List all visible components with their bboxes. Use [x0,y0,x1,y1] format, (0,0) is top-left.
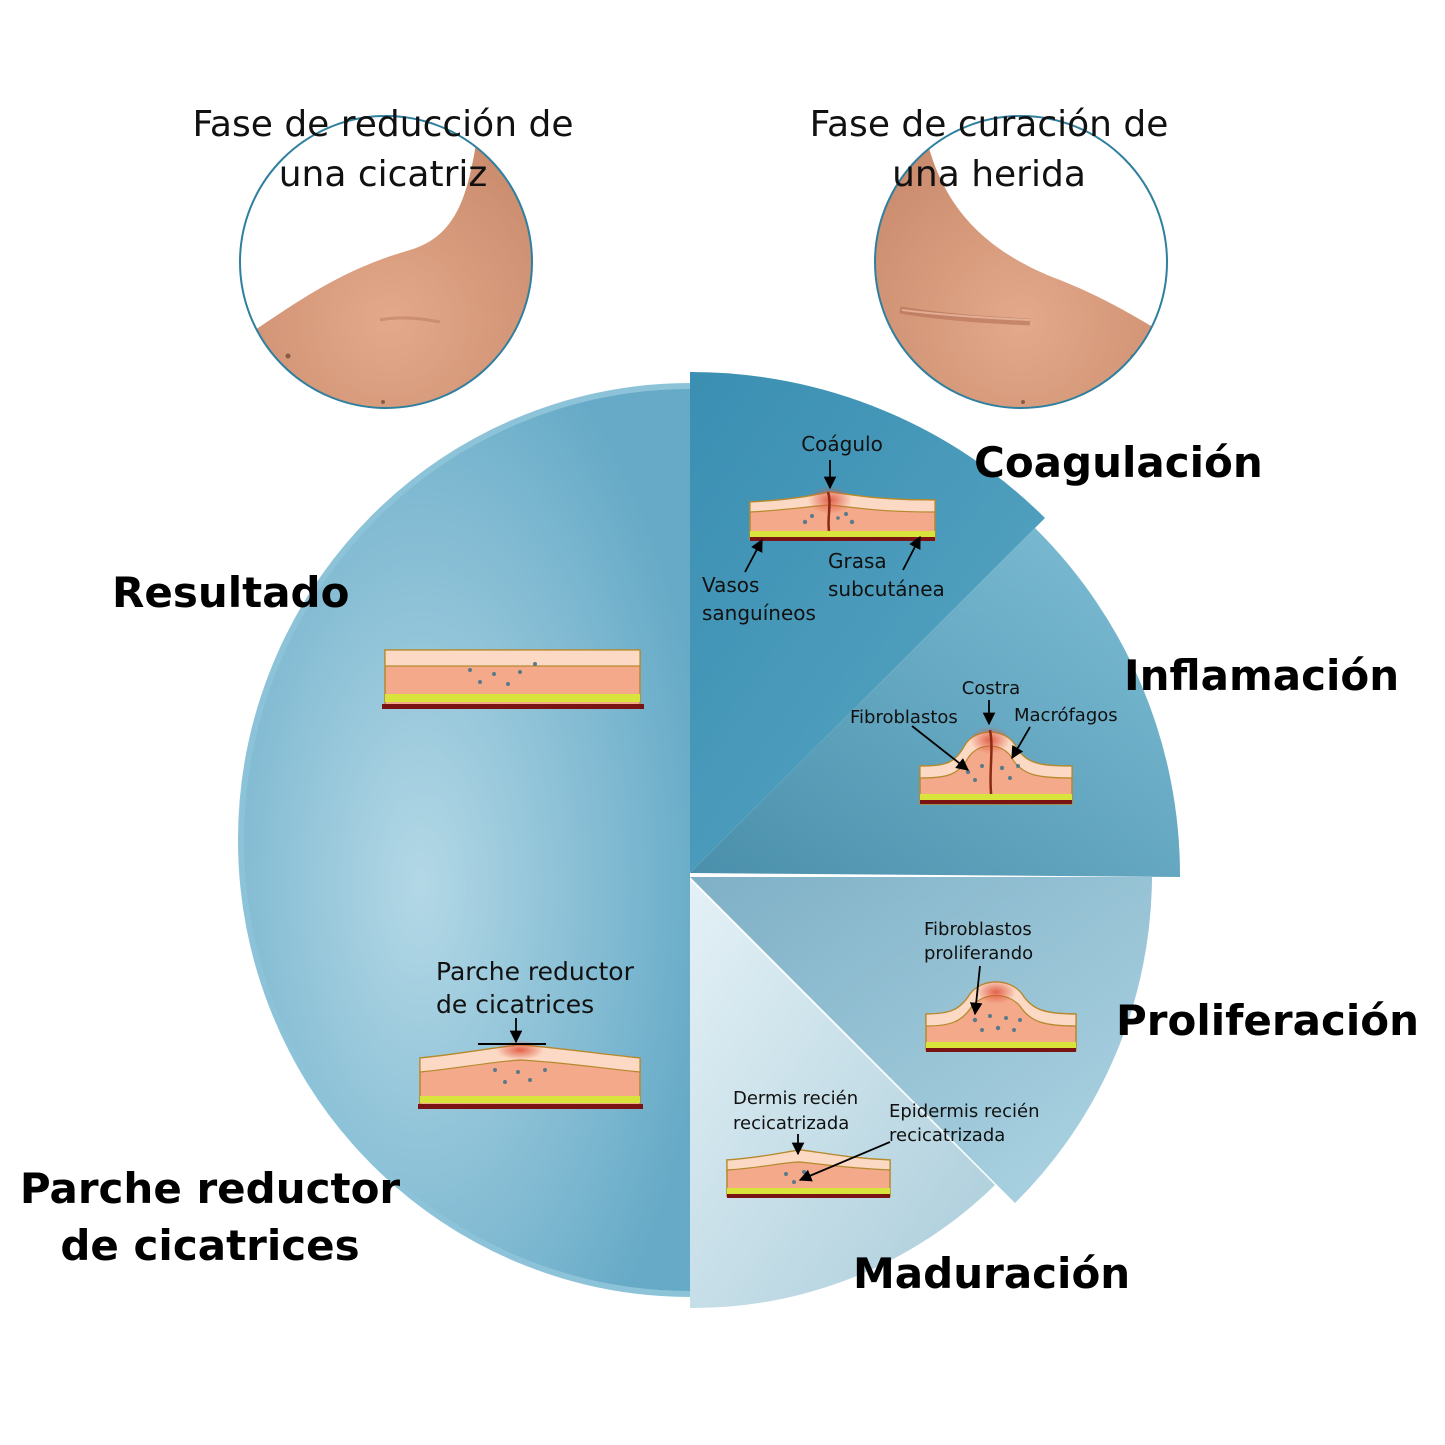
label-epidermis-line1: Epidermis recién [889,1101,1039,1122]
left-half-rim [238,383,691,1297]
phase-title-maduracion: Maduración [853,1249,1130,1298]
photo-wound-healing [874,115,1168,409]
skin-section-parche [418,1040,643,1109]
right-photo-title-line2: una herida [892,154,1086,195]
skin-section-proliferacion [925,980,1077,1052]
phase-title-coagulacion: Coagulación [974,438,1263,487]
phase-title-resultado: Resultado [112,568,349,617]
callout-arrows [509,460,1031,1182]
label-coagulo: Coágulo [801,432,883,456]
label-vasos-line1: Vasos [702,573,759,597]
skin-section-resultado [382,649,644,709]
label-dermis-line2: recicatrizada [733,1113,849,1134]
label-fibroblastos-prolif-line1: Fibroblastos [924,919,1032,940]
label-costra: Costra [962,678,1020,699]
label-parche-callout-line1: Parche reductor [436,957,635,986]
label-fibroblastos: Fibroblastos [850,707,958,728]
left-photo-title-line1: Fase de reducción de [193,104,574,145]
sector-coagulacion [690,371,1045,873]
left-half-disc [241,386,690,1294]
label-macrofagos: Macrófagos [1014,705,1118,726]
label-dermis-line1: Dermis recién [733,1088,858,1109]
right-photo-title-line1: Fase de curación de [810,104,1169,145]
left-photo-title-line2: una cicatriz [279,154,488,195]
label-epidermis-line2: recicatrizada [889,1125,1005,1146]
label-parche-callout-line2: de cicatrices [436,990,594,1019]
sector-proliferacion [690,877,1152,1203]
phase-title-parche-line1: Parche reductor [20,1164,401,1213]
skin-section-coagulacion [749,486,936,541]
sector-maduracion [690,880,995,1309]
label-fibroblastos-prolif-line2: proliferando [924,943,1033,964]
label-grasa-line1: Grasa [828,549,887,573]
phase-title-parche-line2: de cicatrices [60,1221,359,1270]
photo-scar-reduction [239,115,533,409]
phase-title-inflamacion: Inflamación [1124,651,1399,700]
label-vasos-line2: sanguíneos [702,601,816,625]
label-grasa-line2: subcutánea [828,577,945,601]
phase-title-proliferacion: Proliferación [1116,996,1419,1045]
